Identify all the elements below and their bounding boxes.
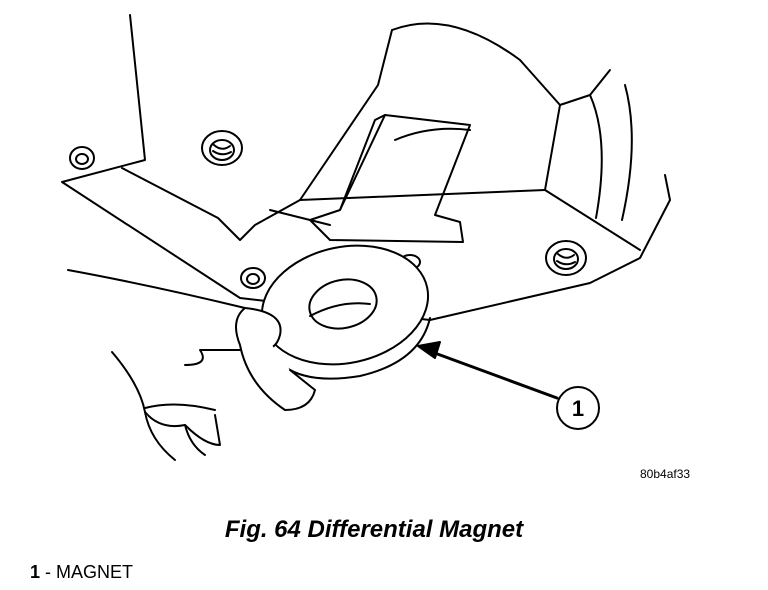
legend-item-separator: - — [40, 562, 57, 582]
housing-left-rib — [121, 29, 393, 241]
hand — [67, 269, 316, 461]
housing-slot — [309, 114, 471, 243]
differential-magnet-illustration: 1 — [61, 14, 671, 461]
housing-ledge — [269, 209, 331, 226]
legend-item-number: 1 — [30, 562, 41, 582]
housing-right-flange — [544, 104, 641, 251]
legend: 1 - MAGNET — [30, 562, 133, 583]
housing-top-right — [519, 59, 611, 106]
bolt-hole-left — [69, 146, 95, 170]
bolt-hole-lower — [240, 267, 266, 289]
housing-right-curve — [589, 94, 603, 219]
callout-circle — [556, 386, 600, 430]
housing-top-curve — [391, 22, 521, 61]
housing-mid-edge — [299, 189, 546, 201]
callout-leader — [417, 341, 559, 400]
slot-inner-edge — [339, 114, 386, 211]
bolt-hole-upper — [201, 130, 243, 166]
legend-item-label: MAGNET — [56, 562, 134, 582]
housing-right-curve-2 — [621, 84, 633, 221]
figure-caption: Fig. 64 Differential Magnet — [224, 516, 524, 543]
bolt-hole-right — [545, 240, 587, 276]
image-code: 80b4af33 — [640, 467, 691, 481]
magnet — [260, 244, 431, 380]
callout-number: 1 — [572, 396, 584, 421]
slot-top-curve — [394, 127, 471, 141]
